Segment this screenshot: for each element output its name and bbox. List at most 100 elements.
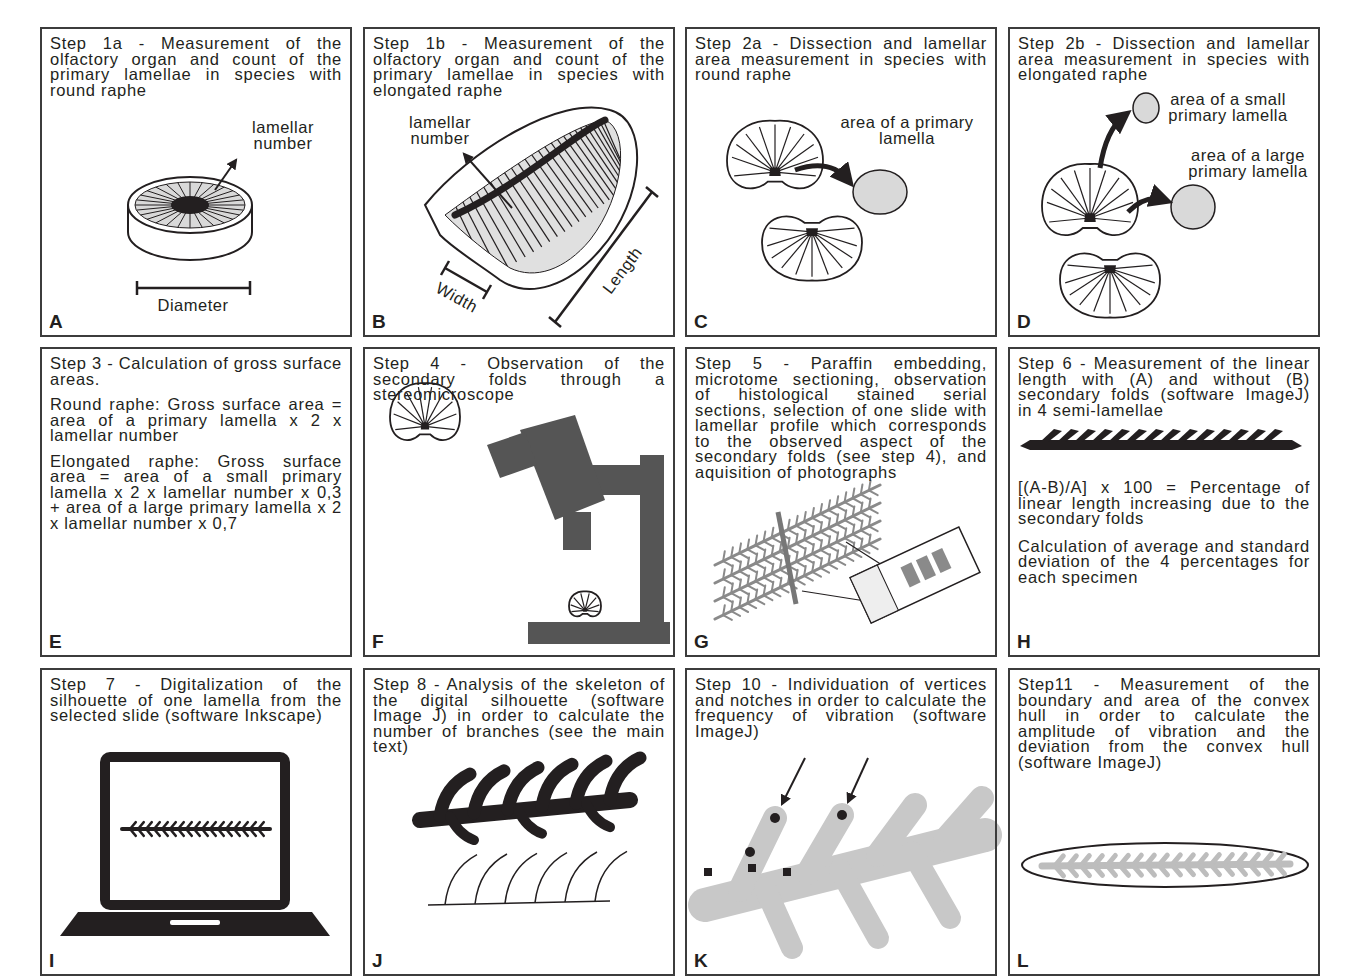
secondary-fold	[836, 496, 838, 506]
secondary-fold	[804, 548, 806, 558]
secondary-fold	[764, 541, 773, 546]
secondary-fold	[186, 822, 192, 829]
secondary-fold	[764, 586, 766, 596]
secondary-fold	[772, 582, 774, 592]
secondary-fold	[747, 575, 749, 585]
secondary-fold	[853, 498, 862, 503]
secondary-fold	[1176, 429, 1198, 442]
step-panel: Step 1a - Measurement of the olfactory o…	[40, 27, 352, 337]
pointer-arrow	[795, 166, 848, 180]
secondary-fold	[812, 544, 814, 554]
step-panel: Step 2a - Dissection and lamellar area m…	[685, 27, 997, 337]
secondary-fold	[218, 822, 224, 829]
pointer-arrow	[1100, 116, 1124, 168]
secondary-fold	[755, 536, 757, 546]
secondary-fold	[812, 536, 821, 541]
secondary-fold	[747, 567, 756, 572]
secondary-fold	[820, 558, 822, 568]
secondary-fold	[731, 575, 740, 580]
secondary-fold	[853, 534, 862, 539]
secondary-fold	[853, 524, 855, 534]
secondary-fold	[804, 566, 806, 576]
secondary-fold	[764, 568, 766, 578]
lamella-line	[775, 172, 816, 176]
silhouette-branch	[474, 771, 504, 813]
silhouette-branch	[518, 810, 542, 834]
skeleton-branch	[595, 851, 627, 901]
secondary-fold	[162, 822, 168, 829]
secondary-fold	[861, 494, 870, 499]
skeleton-branch	[565, 852, 597, 902]
lamella-line	[1065, 269, 1110, 283]
secondary-fold	[772, 538, 781, 543]
secondary-fold	[250, 829, 256, 836]
secondary-fold	[146, 822, 152, 829]
lamella-silhouette	[122, 822, 270, 836]
step-panel: Step 8 - Analysis of the skeleton of the…	[363, 668, 675, 976]
secondary-fold	[845, 502, 854, 507]
lamella-line	[767, 232, 812, 246]
secondary-fold	[755, 563, 764, 568]
secondary-fold	[146, 829, 152, 836]
lamella-line	[1109, 269, 1110, 314]
panel-letter: E	[49, 632, 62, 652]
silhouette-lobe	[945, 798, 982, 840]
secondary-fold	[731, 601, 733, 611]
lamella-line	[1090, 178, 1119, 218]
raphe	[769, 168, 781, 176]
lamella-line	[812, 232, 852, 258]
secondary-fold	[828, 528, 837, 533]
secondary-fold	[812, 508, 814, 518]
secondary-fold	[1237, 864, 1245, 874]
notch-squares	[704, 864, 791, 876]
secondary-fold	[1107, 865, 1115, 875]
raphe	[806, 228, 818, 236]
secondary-fold	[723, 551, 725, 561]
lamellae-lines	[135, 182, 245, 228]
organ-outline	[727, 121, 823, 189]
secondary-fold	[788, 530, 797, 535]
secondary-fold	[836, 532, 838, 542]
laptop	[60, 752, 330, 936]
secondary-fold	[1142, 429, 1164, 442]
part-label: Width	[427, 275, 487, 318]
secondary-fold	[1224, 865, 1232, 875]
raphe	[421, 423, 429, 430]
secondary-fold	[723, 587, 725, 597]
secondary-fold	[1210, 429, 1232, 442]
secondary-fold	[772, 528, 774, 538]
organ-outline	[569, 591, 601, 616]
panel-letter: G	[694, 632, 709, 652]
secondary-fold	[747, 549, 756, 554]
secondary-fold	[747, 539, 749, 549]
step-heading: Step 4 - Observation of the secondary fo…	[373, 356, 665, 403]
secondary-fold	[804, 512, 806, 522]
secondary-fold	[804, 576, 813, 581]
secondary-fold	[869, 481, 871, 491]
secondary-fold	[861, 512, 870, 517]
secondary-fold	[210, 829, 216, 836]
secondary-fold	[755, 590, 757, 600]
secondary-fold	[226, 829, 232, 836]
secondary-fold	[845, 556, 854, 561]
dimension-line	[137, 281, 250, 295]
secondary-fold	[731, 547, 733, 557]
secondary-fold	[820, 550, 829, 555]
lamella-line	[734, 172, 775, 176]
secondary-fold	[845, 492, 847, 502]
secondary-fold	[739, 579, 741, 589]
secondary-fold	[796, 526, 805, 531]
lamella-line	[759, 127, 775, 172]
secondary-fold	[1276, 864, 1284, 874]
panel-letter: J	[372, 951, 383, 971]
secondary-fold	[739, 553, 748, 558]
serial-sections	[715, 481, 880, 620]
secondary-fold	[755, 572, 757, 582]
secondary-fold	[828, 500, 830, 510]
secondary-fold	[764, 532, 766, 542]
secondary-fold	[202, 829, 208, 836]
step-panel: Step 1b - Measurement of the olfactory o…	[363, 27, 675, 337]
pointer-arrow	[464, 154, 512, 208]
lamella-line	[775, 127, 791, 172]
secondary-fold	[186, 829, 192, 836]
